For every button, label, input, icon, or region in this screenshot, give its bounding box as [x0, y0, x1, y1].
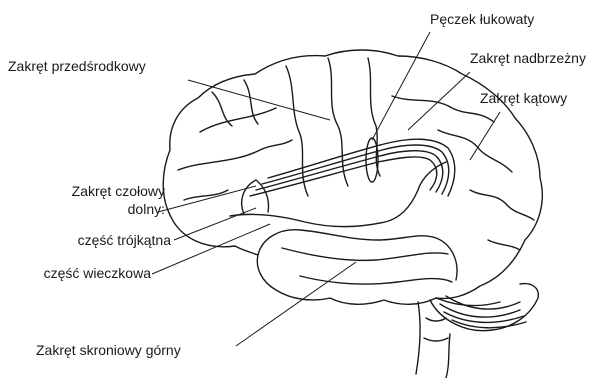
arcuate-fasciculus: [250, 157, 437, 196]
superior-temporal-sulcus: [282, 248, 448, 260]
leader-katowy: [470, 112, 500, 160]
label-czesc-trojkatna: część trójkątna: [78, 232, 171, 248]
superior-frontal-sulcus: [200, 108, 276, 132]
leader-nadbrzezny: [408, 72, 470, 130]
label-zakret-nadbrzezny: Zakręt nadbrzeżny: [470, 50, 586, 66]
brainstem: [416, 302, 420, 374]
label-zakret-czolowy-line2: dolny:: [128, 201, 165, 217]
inferior-frontal-sulcus: [178, 140, 292, 170]
label-zakret-skroniowy-gorny: Zakręt skroniowy górny: [36, 342, 181, 358]
label-czesc-wieczkowa: część wieczkowa: [44, 265, 151, 281]
label-zakret-czolowy-line1: Zakręt czołowy: [72, 183, 165, 199]
temporal-lobe-contour: [258, 230, 457, 280]
label-peczek-lukowaty: Pęczek łukowaty: [430, 11, 534, 27]
lateral-sulcus: [230, 162, 446, 227]
cerebrum-outline: [163, 50, 542, 304]
label-zakret-katowy: Zakręt kątowy: [480, 90, 567, 106]
leader-skroniowy: [236, 262, 356, 346]
leader-peczek: [372, 32, 430, 140]
label-zakret-przedsrodkowy: Zakręt przedśrodkowy: [8, 58, 146, 74]
pars-triangularis-outline: [242, 180, 269, 214]
